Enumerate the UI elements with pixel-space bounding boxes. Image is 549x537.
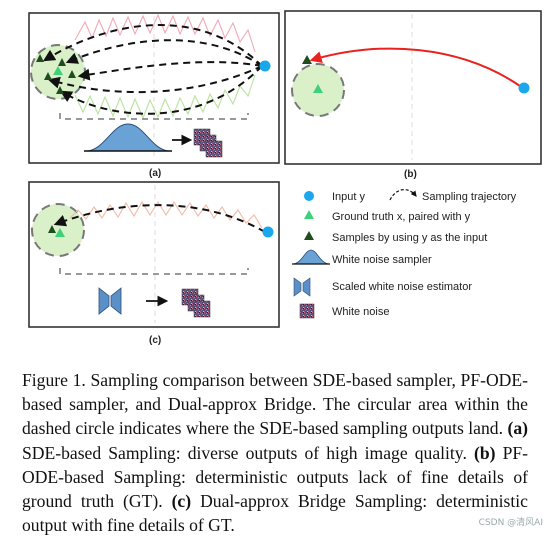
legend-gt-triangle bbox=[304, 210, 314, 219]
legend-input-label: Input y bbox=[332, 191, 366, 203]
panel-a-sample-triangle bbox=[44, 72, 52, 80]
panel-a-green-noise-band bbox=[74, 74, 256, 120]
panel-c: (c) bbox=[28, 181, 280, 346]
panel-a-noise-image bbox=[205, 140, 223, 158]
panel-a-trajectory bbox=[77, 61, 263, 81]
legend-trajectory-label: Sampling trajectory bbox=[422, 191, 517, 203]
caption-b-text: PF-ODE-based Sampling: deterministic out… bbox=[22, 442, 529, 512]
panel-a-gaussian-sampler bbox=[85, 123, 171, 152]
legend-noise-icon bbox=[299, 303, 315, 319]
panel-c-frame bbox=[28, 181, 280, 328]
legend-samples-label: Samples by using y as the input bbox=[332, 232, 487, 244]
legend-estimator-icon bbox=[302, 277, 311, 297]
caption-b-tag: (b) bbox=[473, 442, 496, 463]
panel-a-sample-triangle bbox=[36, 54, 44, 62]
caption-a-tag: (a) bbox=[507, 418, 528, 439]
panel-c-estimator-icon bbox=[110, 287, 122, 315]
panel-a-sample-triangle bbox=[68, 70, 76, 78]
panel-a-gt-triangle bbox=[53, 66, 63, 75]
panel-a-sample-triangle bbox=[58, 58, 66, 66]
panel-c-gt-triangle bbox=[55, 228, 65, 237]
watermark: CSDN @清风AI bbox=[478, 518, 543, 528]
panel-a-tag: (a) bbox=[149, 168, 161, 179]
caption-intro: Figure 1. Sampling comparison between SD… bbox=[22, 370, 528, 439]
legend-sample-triangle bbox=[304, 231, 314, 240]
legend-wn-sampler-label: White noise sampler bbox=[332, 254, 432, 266]
panel-b-input-dot bbox=[518, 82, 530, 94]
panel-a: (a) bbox=[28, 12, 280, 179]
legend-gt-label: Ground truth x, paired with y bbox=[332, 211, 471, 223]
panel-b: (b) bbox=[284, 10, 542, 180]
legend-estimator-label: Scaled white noise estimator bbox=[332, 281, 472, 293]
legend-estimator-icon bbox=[293, 277, 302, 297]
panel-a-trajectory bbox=[47, 65, 263, 94]
panel-a-pink-noise-band bbox=[74, 13, 256, 53]
panel-c-input-dot bbox=[262, 226, 274, 238]
panel-c-sample-triangle bbox=[48, 225, 56, 233]
panel-b-sample-triangle bbox=[302, 55, 312, 64]
panel-a-trajectory bbox=[42, 24, 263, 67]
panel-c-estimator-icon bbox=[98, 287, 110, 315]
panel-a-sample-triangle bbox=[56, 86, 64, 94]
panel-b-gt-triangle bbox=[313, 84, 323, 93]
panel-c-trajectory bbox=[53, 204, 266, 233]
figure-diagram: (a) (b) (c) Input y Sampling traje bbox=[28, 10, 542, 346]
legend-input-dot bbox=[304, 191, 314, 201]
panel-b-tag: (b) bbox=[404, 169, 417, 180]
panel-a-trajectory bbox=[65, 39, 263, 67]
panel-c-noise-band bbox=[69, 200, 263, 229]
panel-c-noise-image bbox=[193, 300, 211, 318]
caption-c-text: Dual-approx Bridge Sampling: determinist… bbox=[22, 491, 528, 536]
panel-c-brace bbox=[59, 268, 249, 275]
caption-c-tag: (c) bbox=[171, 491, 192, 512]
legend-gaussian-icon bbox=[291, 249, 331, 265]
panel-a-trajectory bbox=[59, 65, 263, 115]
caption-a-text: SDE-based Sampling: diverse outputs of h… bbox=[22, 442, 467, 463]
legend: Input y Sampling trajectory Ground truth… bbox=[291, 189, 517, 319]
panel-c-tag: (c) bbox=[149, 335, 161, 346]
panel-b-pf-ode-trajectory bbox=[309, 47, 521, 87]
legend-trajectory-icon bbox=[389, 189, 417, 201]
panel-a-input-dot bbox=[259, 60, 271, 72]
legend-noise-label: White noise bbox=[332, 306, 389, 318]
figure-caption: Figure 1. Sampling comparison between SD… bbox=[22, 368, 528, 537]
panel-a-brace bbox=[59, 113, 249, 120]
